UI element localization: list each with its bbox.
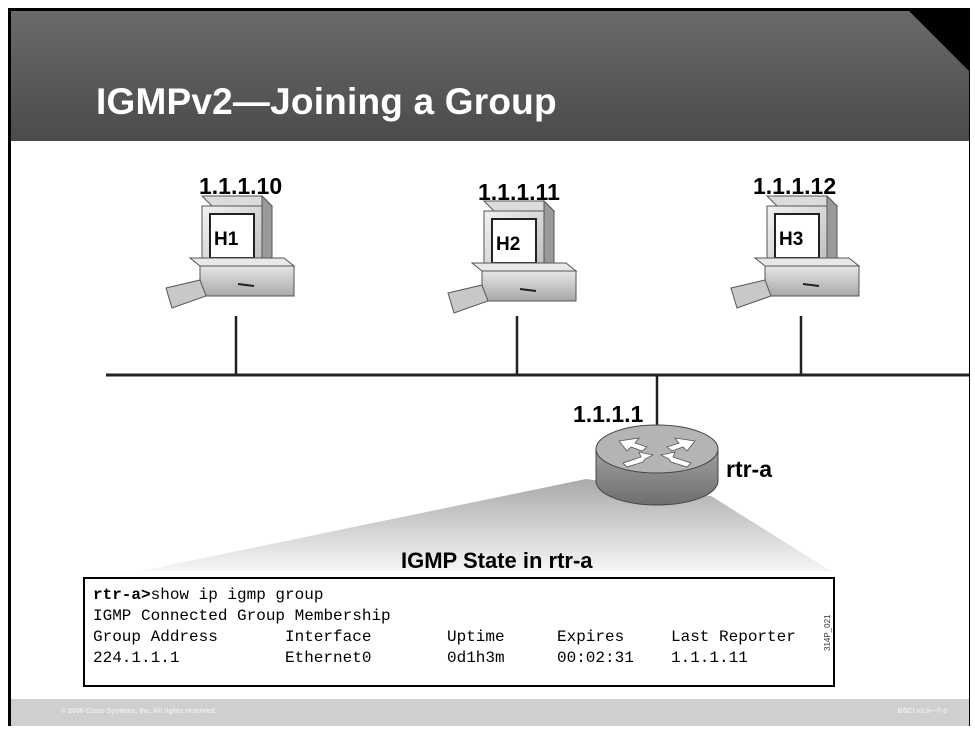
cell-last-reporter: 1.1.1.11: [671, 649, 748, 667]
cell-interface: Ethernet0: [285, 649, 372, 667]
course-code: BSCI v3.0—7-3: [897, 708, 947, 715]
host-h3-ip: 1.1.1.12: [753, 173, 837, 199]
slide-title: IGMPv2—Joining a Group: [96, 81, 557, 122]
host-h2-icon: [447, 199, 578, 314]
cell-uptime: 0d1h3m: [447, 649, 505, 667]
header-corner-mark: [909, 11, 969, 71]
table-row: 224.1.1.1 Ethernet0 0d1h3m 00:02:31 1.1.1.11: [93, 648, 825, 669]
col-header-last-reporter: Last Reporter: [671, 628, 796, 646]
col-header-group-address: Group Address: [93, 628, 218, 646]
cli-prompt: rtr-a>: [93, 586, 151, 604]
host-h3-icon: [730, 194, 861, 309]
cli-column-headers: Group Address Interface Uptime Expires Last …: [93, 627, 825, 648]
cli-heading: IGMP Connected Group Membership: [93, 607, 391, 625]
host-h2-ip: 1.1.1.11: [478, 179, 560, 205]
cell-expires: 00:02:31: [557, 649, 634, 667]
network-diagram: [106, 194, 969, 571]
figure-id: 314P_021: [823, 614, 832, 651]
col-header-expires: Expires: [557, 628, 625, 646]
host-h1-icon: [165, 194, 296, 309]
host-h1-label: H1: [214, 229, 239, 250]
cli-command-line: rtr-a>show ip igmp group: [93, 585, 825, 606]
col-header-interface: Interface: [285, 628, 372, 646]
slide-header: IGMPv2—Joining a Group: [11, 11, 969, 141]
router-icon: [595, 424, 719, 506]
host-h1-ip: 1.1.1.10: [199, 173, 283, 199]
router-name: rtr-a: [726, 456, 773, 482]
cli-output-box: rtr-a>show ip igmp group IGMP Connected …: [83, 577, 835, 687]
slide-frame: IGMPv2—Joining a Group: [8, 8, 970, 726]
igmp-state-title: IGMP State in rtr-a: [401, 548, 593, 573]
cli-command: show ip igmp group: [150, 586, 324, 604]
cell-group-address: 224.1.1.1: [93, 649, 180, 667]
router-ip: 1.1.1.1: [573, 401, 644, 427]
slide-footer: © 2006 Cisco Systems, Inc. All rights re…: [11, 699, 969, 726]
col-header-uptime: Uptime: [447, 628, 505, 646]
host-h3-label: H3: [779, 229, 804, 250]
host-h2-label: H2: [496, 234, 521, 255]
copyright-text: © 2006 Cisco Systems, Inc. All rights re…: [61, 708, 217, 715]
